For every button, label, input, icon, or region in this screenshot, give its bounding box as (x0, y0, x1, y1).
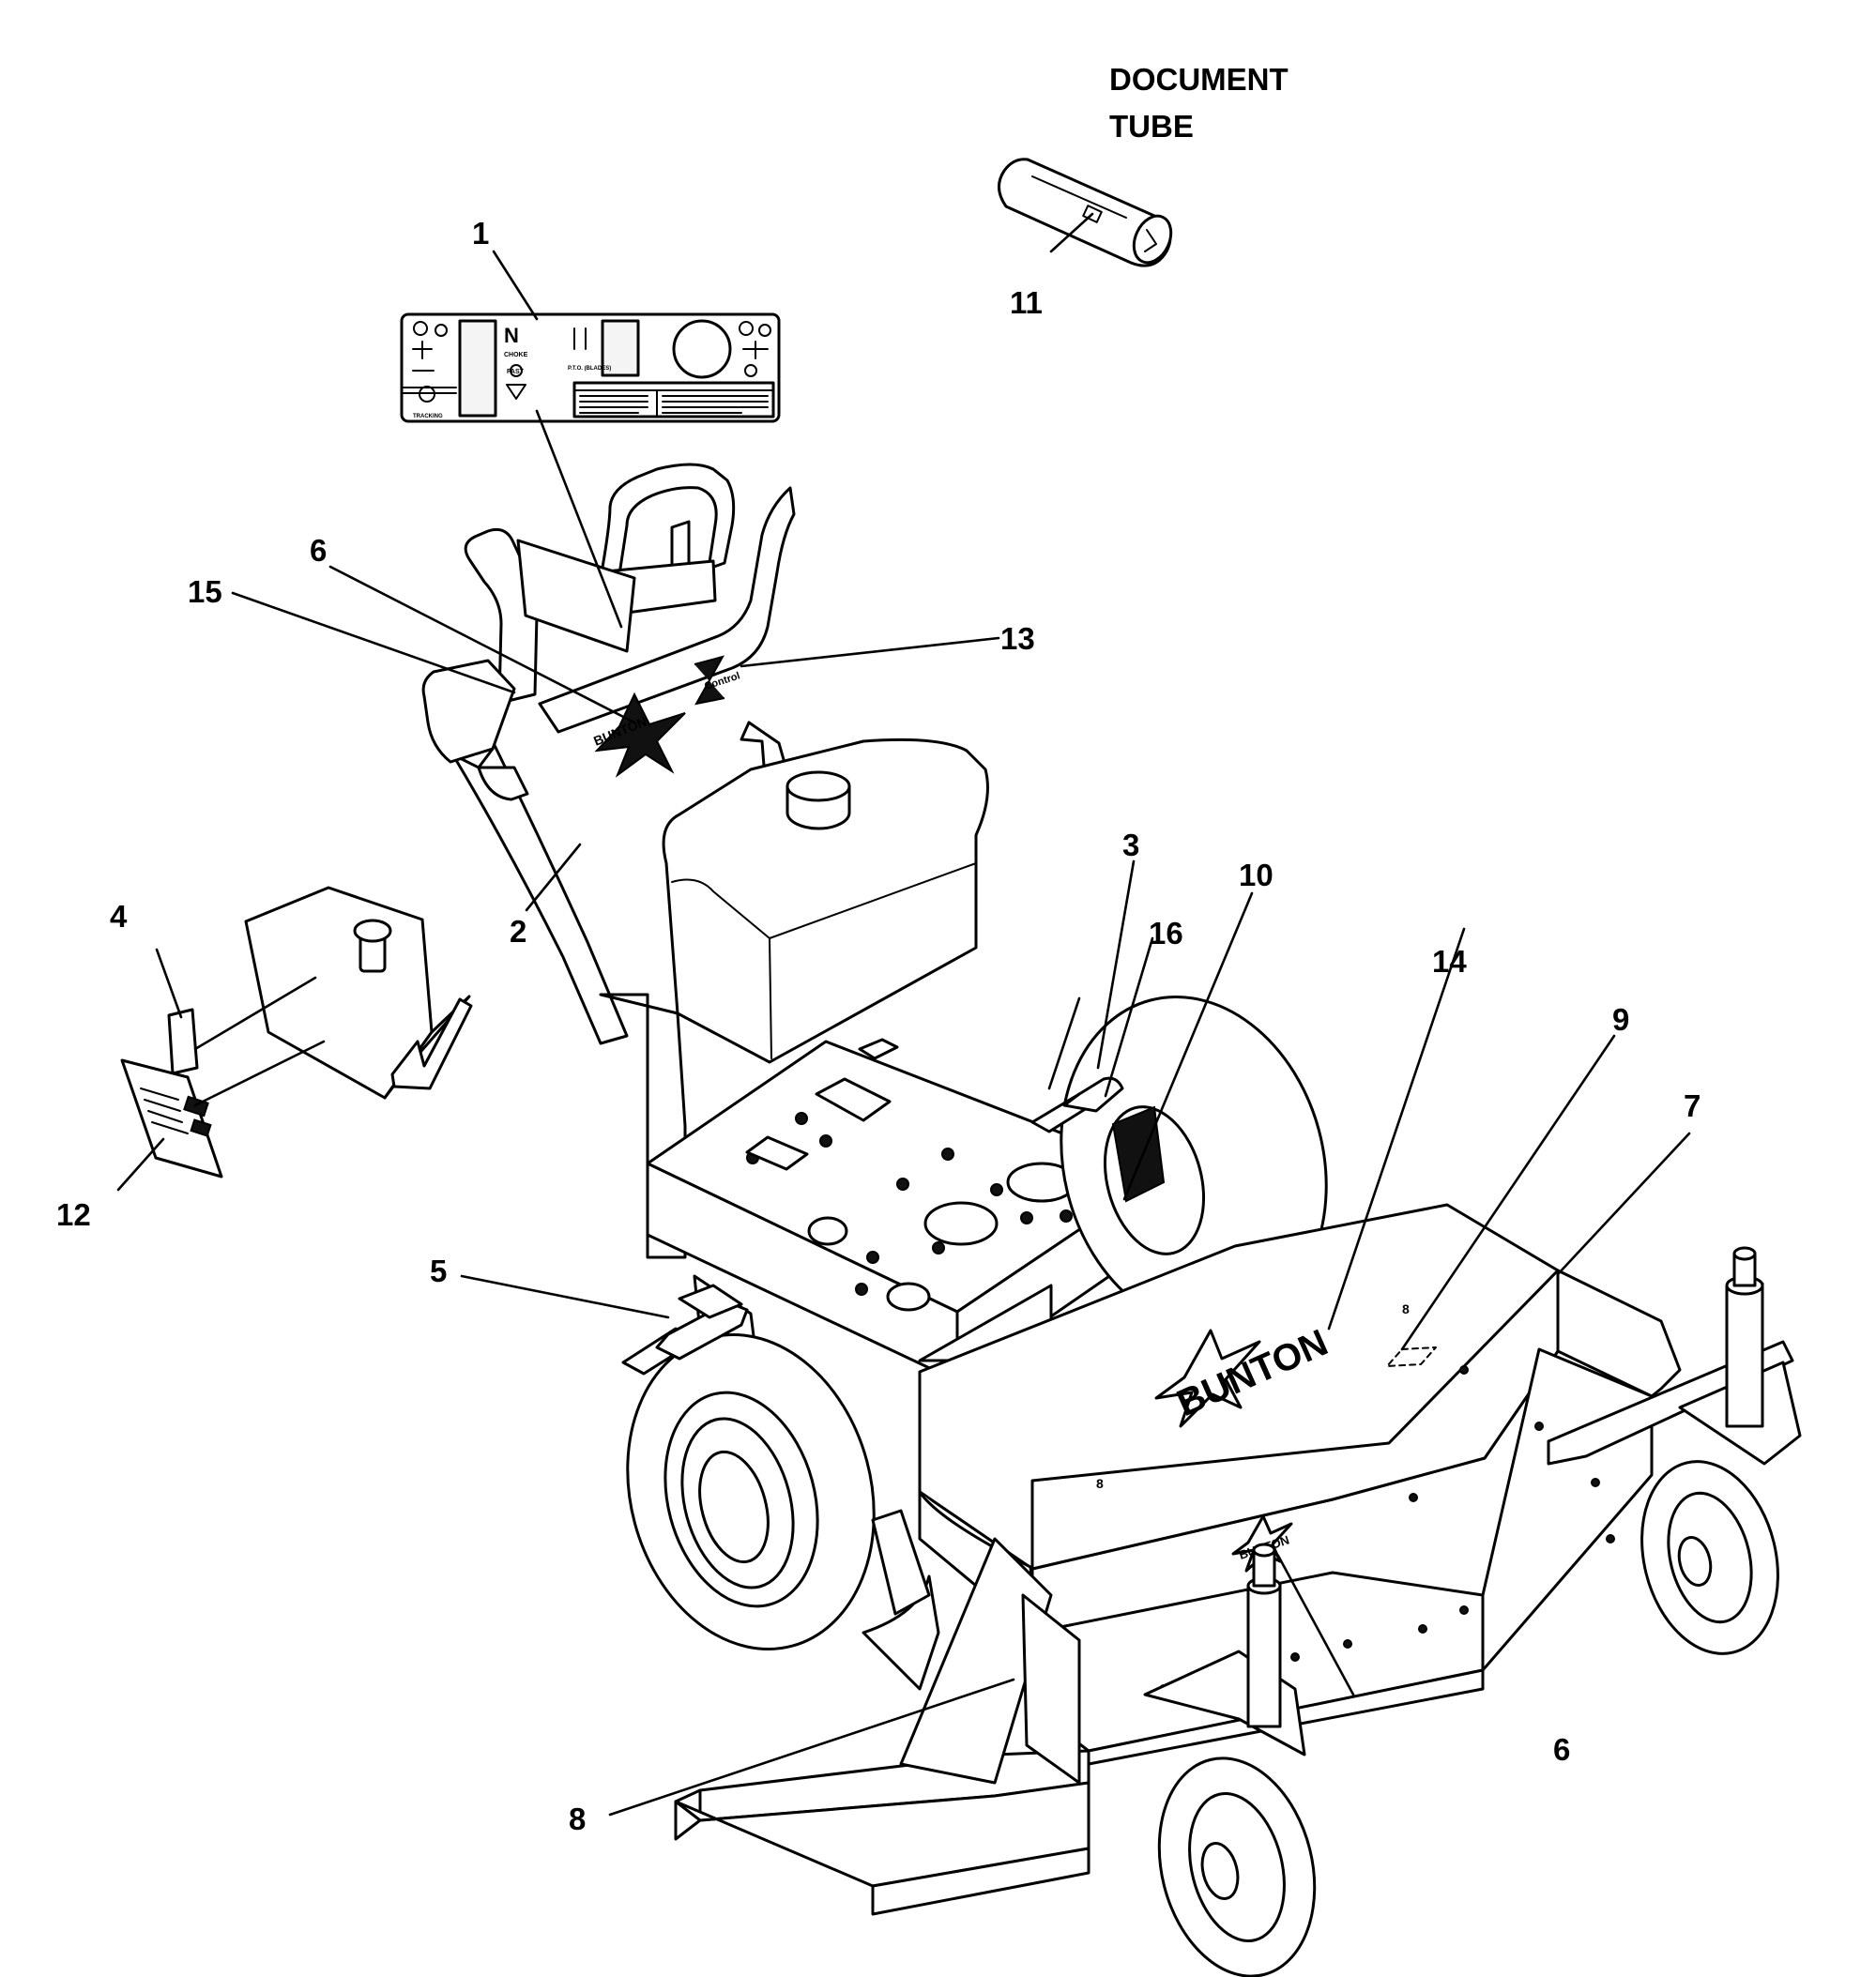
decal-9-dashed: 8 8 (1096, 1301, 1437, 1491)
front-caster-right (1640, 1246, 1802, 1655)
decal-neutral-letter: N (504, 324, 519, 347)
callout-9: 9 (1612, 1002, 1629, 1037)
front-caster-left (1143, 1543, 1317, 1977)
callout-1: 1 (472, 216, 489, 251)
left-deck-lever (621, 1284, 749, 1376)
fuel-tank (662, 738, 989, 1064)
callout-2: 2 (510, 914, 526, 949)
callout-6-lower: 6 (1553, 1732, 1570, 1767)
svg-text:8: 8 (1096, 1476, 1104, 1491)
callout-10: 10 (1239, 858, 1274, 892)
decal-choke-text: CHOKE (504, 352, 528, 358)
document-tube-title-line1: DOCUMENT (1109, 62, 1289, 97)
decal-4-sheet (167, 1008, 199, 1075)
decal-tracking-text: TRACKING (413, 414, 443, 419)
decal-15-logo-plate (421, 659, 516, 764)
fuel-tank-detail (244, 886, 473, 1100)
document-tube (998, 158, 1173, 267)
leader-lines (116, 212, 1691, 1817)
left-drive-wheel (626, 1332, 876, 1651)
callout-7: 7 (1684, 1088, 1701, 1123)
callout-3: 3 (1122, 828, 1139, 862)
callout-6-upper: 6 (310, 533, 327, 568)
callout-5: 5 (430, 1254, 447, 1288)
callout-labels: 1 2 3 4 5 6 6 7 8 9 10 11 12 13 14 15 16 (56, 216, 1701, 1836)
callout-11: 11 (1010, 285, 1043, 320)
document-tube-title-line2: TUBE (1109, 109, 1194, 144)
callout-16: 16 (1149, 916, 1183, 950)
decal-fast-text: FAST (507, 369, 525, 375)
control-panel-decal: N CHOKE FAST P.T.O. (BLADES) TRACKING (400, 312, 781, 423)
callout-13: 13 (1000, 621, 1035, 656)
callout-4: 4 (110, 899, 128, 934)
callout-12: 12 (56, 1197, 91, 1232)
decal-pto-text: P.T.O. (BLADES) (568, 366, 611, 372)
callout-14: 14 (1432, 944, 1467, 979)
callout-8: 8 (569, 1802, 586, 1836)
callout-15: 15 (188, 574, 222, 609)
svg-text:8: 8 (1402, 1301, 1410, 1316)
decal-12-sheet (120, 1058, 223, 1179)
